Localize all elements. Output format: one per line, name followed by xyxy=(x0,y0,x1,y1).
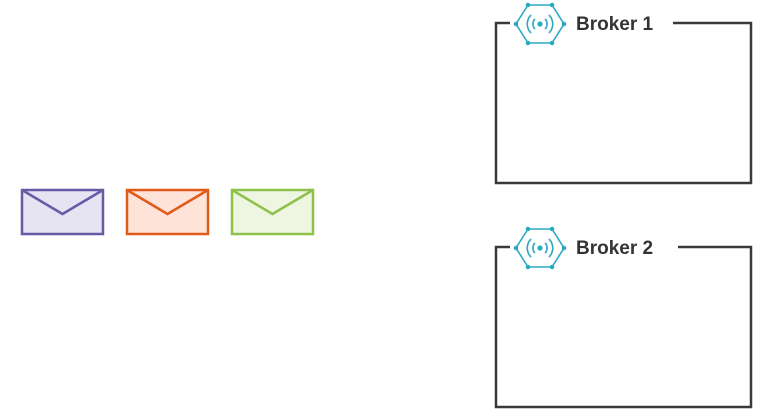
message-envelope-1-icon xyxy=(20,188,105,236)
broker-1-label: Broker 1 xyxy=(576,14,654,35)
broker-2-frame xyxy=(494,245,753,409)
broker-hexagon-icon xyxy=(513,226,567,270)
broker-2-label: Broker 2 xyxy=(576,238,653,259)
messages-group xyxy=(20,188,315,236)
message-envelope-3-icon xyxy=(230,188,315,236)
broker-1-frame xyxy=(494,21,753,185)
broker-hexagon-icon xyxy=(513,2,567,46)
broker-1: Broker 1 xyxy=(494,2,753,185)
broker-2: Broker 2 xyxy=(494,226,753,409)
message-envelope-2-icon xyxy=(125,188,210,236)
